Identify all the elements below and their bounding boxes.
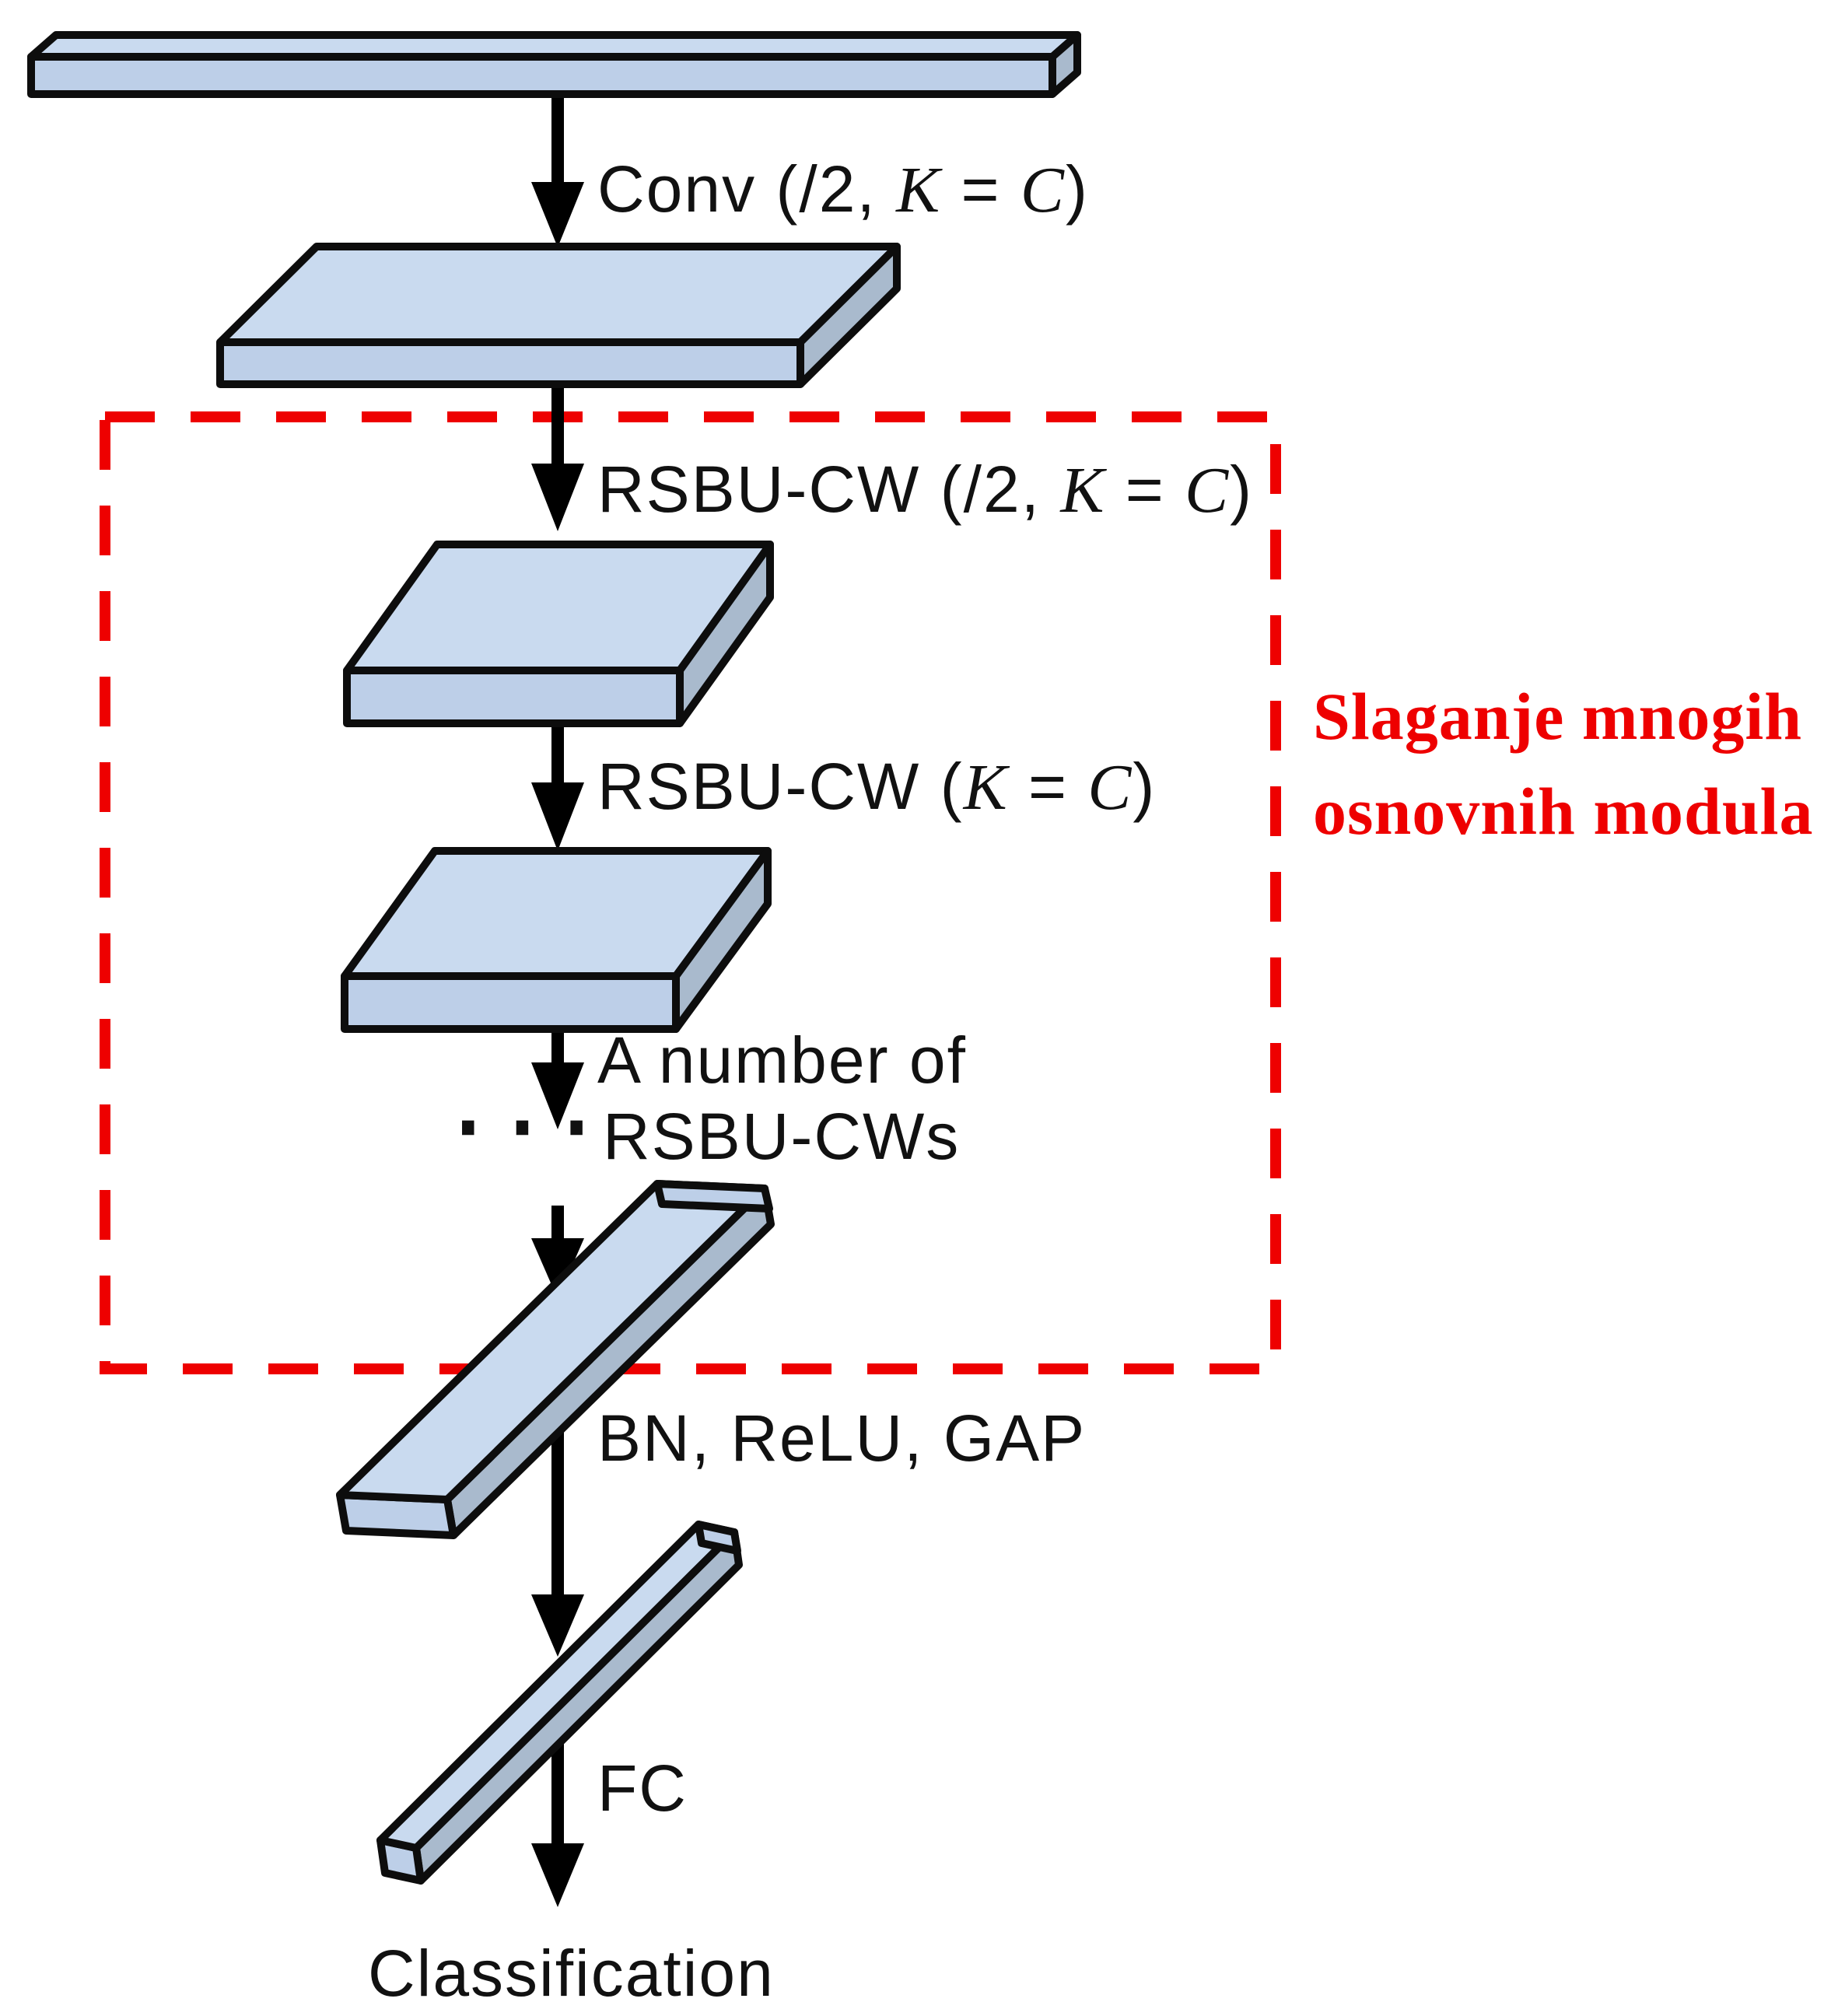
dashed-stack-region — [100, 411, 1281, 1374]
rsbu-feature-map-1 — [343, 541, 774, 727]
stack-arrow-shaft — [551, 1028, 564, 1067]
rsbu-same-label: RSBU-CW (K = C) — [597, 750, 1156, 824]
bn-arrow-head — [531, 1594, 584, 1657]
fc-arrow-head — [531, 1843, 584, 1907]
rsbu-feature-map-2 — [341, 847, 772, 1033]
gap-feature-bar — [336, 1180, 775, 1539]
rsbu1-arrow-head — [531, 464, 584, 531]
fc-bar-side-face — [412, 1528, 743, 1885]
stack-count-label-line1: A number of — [597, 1024, 967, 1097]
gap-arrow-shaft — [551, 1206, 564, 1241]
conv-map-front-face — [216, 338, 804, 388]
flow-arrows — [531, 92, 584, 1907]
rsbu1-arrow-shaft — [551, 383, 564, 467]
conv-label: Conv (/2, K = C) — [597, 152, 1089, 226]
bn-relu-gap-label: BN, ReLU, GAP — [597, 1402, 1086, 1475]
classification-label: Classification — [368, 1937, 775, 2010]
rsbu-map1-front-face — [343, 667, 684, 727]
stack-count-label-line2: RSBU-CWs — [603, 1100, 960, 1173]
fc-feature-bar — [376, 1521, 743, 1885]
fc-arrow-shaft — [551, 1744, 564, 1846]
rsbu-map2-front-face — [341, 972, 680, 1033]
ellipsis-dots: ··· — [450, 1061, 612, 1196]
conv-map-top-face — [216, 243, 901, 346]
stack-arrow-head — [531, 1062, 584, 1129]
conv-arrow-head — [531, 182, 584, 247]
bn-arrow-shaft — [551, 1428, 564, 1598]
stack-annotation-line1: Slaganje mnogih — [1313, 679, 1802, 754]
rsbu-half-label: RSBU-CW (/2, K = C) — [597, 453, 1253, 527]
stack-annotation: Slaganje mnogih osnovnih modula — [1313, 679, 1814, 849]
input-signal-bar — [27, 31, 1081, 98]
gap-arrow-head — [531, 1238, 584, 1299]
gap-bar-tip-face — [653, 1180, 773, 1213]
conv-arrow-shaft — [551, 92, 564, 187]
stack-annotation-line2: osnovnih modula — [1313, 774, 1814, 849]
rsbu2-arrow-shaft — [551, 722, 564, 787]
rsbu2-arrow-head — [531, 782, 584, 851]
fc-bar-tip-face — [695, 1521, 741, 1555]
fc-label: FC — [597, 1752, 688, 1825]
conv-feature-map — [216, 243, 901, 388]
input-bar-front-face — [27, 53, 1056, 98]
